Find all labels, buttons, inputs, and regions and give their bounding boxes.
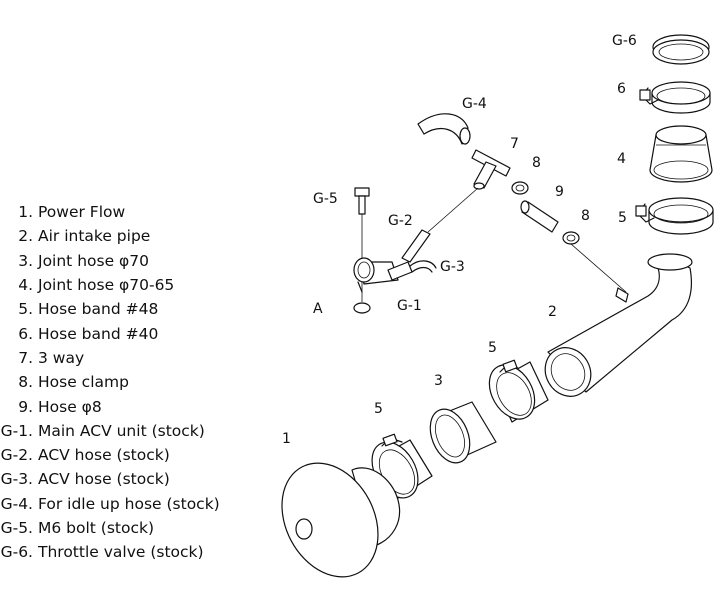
throttle-valve-ring: [652, 34, 710, 65]
parts-list-number: G-6.: [0, 543, 33, 562]
power-flow-filter: [281, 462, 401, 578]
parts-list-number: G-3.: [0, 470, 33, 489]
callout-1: 1: [282, 431, 291, 447]
air-intake-pipe: [544, 253, 693, 397]
parts-list-name: Main ACV unit (stock): [38, 421, 205, 440]
parts-list-number: G-5.: [0, 519, 33, 537]
parts-list-name: Power Flow: [38, 203, 126, 222]
parts-list-name: ACV hose (stock): [38, 470, 170, 489]
parts-list-name: ACV hose (stock): [38, 446, 170, 465]
parts-list-number: 3.: [18, 251, 33, 270]
hose-9: [520, 200, 559, 233]
callout-g1: G-1: [397, 298, 422, 314]
parts-list-item: G-4. For idle up hose (stock): [0, 492, 262, 516]
parts-list-item: G-3. ACV hose (stock): [0, 467, 262, 491]
parts-list-item: 5. Hose band #48: [0, 297, 262, 321]
parts-list-name: Hose φ8: [38, 397, 102, 416]
parts-list-item: G-1. Main ACV unit (stock): [0, 419, 262, 443]
callout-7: 7: [510, 136, 519, 152]
parts-list-name: Hose clamp: [38, 373, 129, 392]
callout-8-low: 8: [581, 208, 590, 224]
callout-2: 2: [548, 304, 557, 320]
parts-list-item: 7. 3 way: [0, 346, 262, 370]
parts-list-name: Hose band #40: [38, 324, 159, 343]
parts-list-item: 6. Hose band #40: [0, 321, 262, 345]
parts-list-number: 1.: [18, 203, 33, 222]
parts-list-name: Throttle valve (stock): [38, 543, 204, 562]
callout-g3: G-3: [440, 259, 465, 275]
parts-list-name: Joint hose φ70: [38, 251, 149, 270]
parts-list-name: Hose band #48: [38, 300, 159, 319]
callout-9: 9: [555, 184, 564, 200]
parts-list-number: G-1.: [0, 421, 33, 440]
callout-g6: G-6: [612, 33, 637, 49]
callout-6: 6: [617, 81, 626, 97]
parts-list-item: G-6. Throttle valve (stock): [0, 540, 262, 564]
parts-list-item: 2. Air intake pipe: [0, 224, 262, 248]
callout-5-right: 5: [618, 210, 627, 226]
parts-list-number: G-4.: [0, 494, 33, 513]
hose-band-5-right: [635, 197, 714, 235]
hose-clamp-low: [562, 231, 580, 245]
parts-list-item: G-5. M6 bolt (stock): [0, 516, 262, 540]
parts-list-number: 9.: [18, 397, 33, 416]
parts-list-item: 8. Hose clamp: [0, 370, 262, 394]
callout-a: A: [313, 301, 323, 317]
callout-g2: G-2: [388, 213, 413, 229]
parts-list-name: Joint hose φ70-65: [38, 276, 175, 295]
parts-list-number: 5.: [18, 300, 33, 319]
joint-hose-3: [429, 401, 497, 464]
three-way-fitting: [471, 149, 511, 190]
parts-list-number: G-2.: [0, 446, 33, 465]
callout-5-low: 5: [374, 401, 383, 417]
parts-list-number: 7.: [18, 348, 33, 367]
parts-list-item: 9. Hose φ8: [0, 394, 262, 418]
parts-list-item: 1. Power Flow: [0, 200, 262, 224]
parts-list-number: 2.: [18, 227, 33, 246]
callout-8-top: 8: [532, 155, 541, 171]
acv-hose-g2: [401, 229, 431, 263]
callout-g5: G-5: [313, 191, 338, 207]
callout-4: 4: [617, 151, 626, 167]
callout-3: 3: [434, 373, 443, 389]
acv-hose-g3: [409, 260, 437, 273]
idle-up-hose: [417, 113, 471, 145]
parts-list-item: 4. Joint hose φ70-65: [0, 273, 262, 297]
parts-list-number: 8.: [18, 373, 33, 392]
parts-list-name: For idle up hose (stock): [38, 494, 220, 513]
hose-clamp-top: [511, 181, 529, 195]
parts-legend: 1. Power Flow 2. Air intake pipe 3. Joint hos…: [0, 200, 262, 564]
parts-list-item: 3. Joint hose φ70: [0, 249, 262, 273]
washer-a: [353, 302, 371, 314]
callout-g4: G-4: [462, 96, 487, 112]
m6-bolt: [354, 187, 370, 215]
parts-list-name: Air intake pipe: [38, 227, 151, 246]
parts-list-number: 4.: [18, 276, 33, 295]
parts-list-name: M6 bolt (stock): [38, 519, 155, 537]
hose-band-6: [639, 81, 711, 114]
callout-5-mid: 5: [488, 340, 497, 356]
main-acv-unit: [353, 257, 413, 293]
hose-band-5-mid: [488, 359, 549, 423]
joint-hose-4: [649, 125, 713, 183]
parts-list-name: 3 way: [38, 348, 85, 367]
parts-list-number: 6.: [18, 324, 33, 343]
parts-list-item: G-2. ACV hose (stock): [0, 443, 262, 467]
